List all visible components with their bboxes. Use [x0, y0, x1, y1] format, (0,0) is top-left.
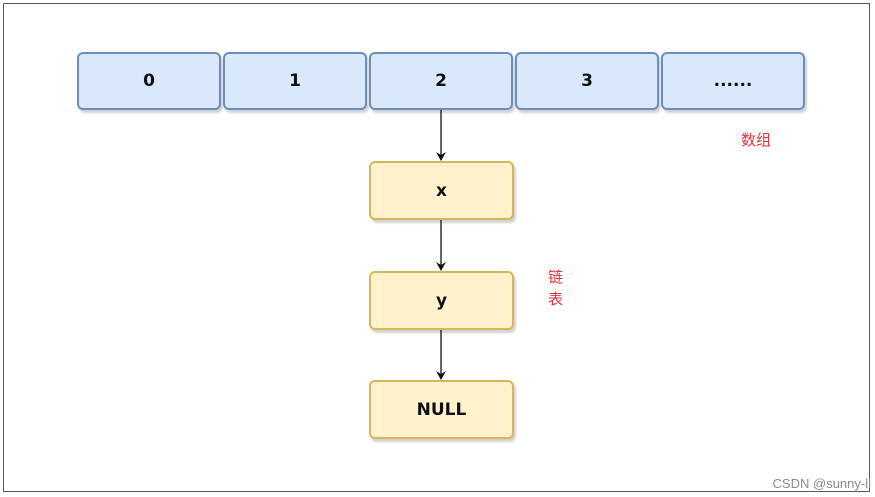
array-cell-1: 1: [223, 52, 367, 110]
linked-list-label: 链表: [548, 268, 564, 308]
array-cell-0: 0: [77, 52, 221, 110]
array-cell-3: 3: [515, 52, 659, 110]
list-node-y: y: [369, 271, 514, 330]
array-label: 数组: [741, 131, 772, 149]
diagram-frame: [3, 3, 870, 492]
array-cell-2: 2: [369, 52, 513, 110]
array-cell-ellipsis: ......: [661, 52, 805, 110]
watermark: CSDN @sunny-ll: [772, 476, 871, 491]
list-node-x: x: [369, 161, 514, 220]
list-node-null: NULL: [369, 380, 514, 439]
